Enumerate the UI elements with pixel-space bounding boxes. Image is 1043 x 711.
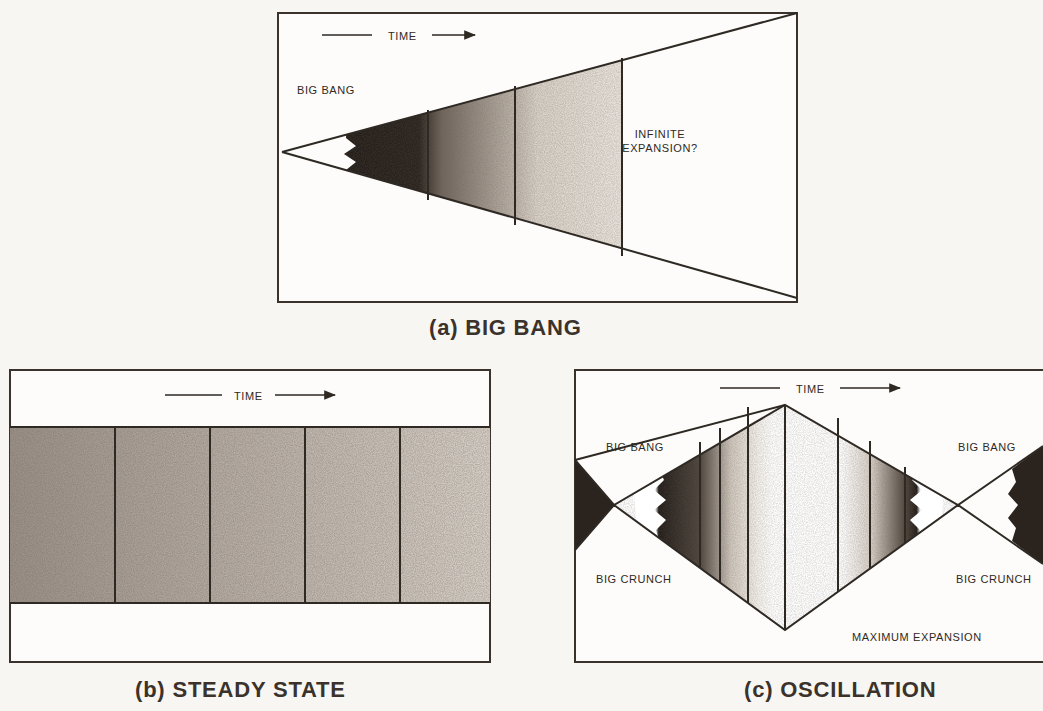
- panel-frame: [575, 370, 1043, 662]
- event-label: BIG CRUNCH: [596, 572, 672, 586]
- event-label: BIG BANG: [958, 440, 1016, 454]
- band-lines: [10, 427, 490, 603]
- panel-frame: [10, 370, 490, 662]
- expansion-shading: [344, 0, 622, 300]
- time-arrow: [720, 387, 780, 389]
- time-arrow: [275, 394, 335, 396]
- event-label: BIG BANG: [606, 440, 664, 454]
- event-label: MAXIMUM EXPANSION: [852, 630, 982, 644]
- oscillation-lines: [575, 405, 1043, 630]
- axis-label: TIME: [234, 389, 263, 403]
- time-arrow: [840, 387, 900, 389]
- event-label: BIG BANG: [297, 83, 355, 97]
- panel-caption: (c) OSCILLATION: [744, 677, 936, 703]
- event-label: BIG CRUNCH: [956, 572, 1032, 586]
- oscillation-shading: [614, 405, 958, 630]
- band-grain: [10, 427, 490, 603]
- bang-wedge: [1008, 446, 1043, 564]
- time-arrow: [432, 34, 475, 36]
- time-arrow: [165, 394, 222, 396]
- axis-label: TIME: [796, 382, 825, 396]
- panel-caption: (a) BIG BANG: [429, 315, 582, 341]
- crunch-wedge: [575, 460, 614, 550]
- steady-band: [10, 427, 490, 603]
- time-arrow: [322, 34, 372, 36]
- note-label: INFINITE EXPANSION?: [601, 127, 719, 155]
- expansion-lines: [282, 13, 797, 298]
- axis-label: TIME: [388, 29, 417, 43]
- panel-caption: (b) STEADY STATE: [135, 677, 346, 703]
